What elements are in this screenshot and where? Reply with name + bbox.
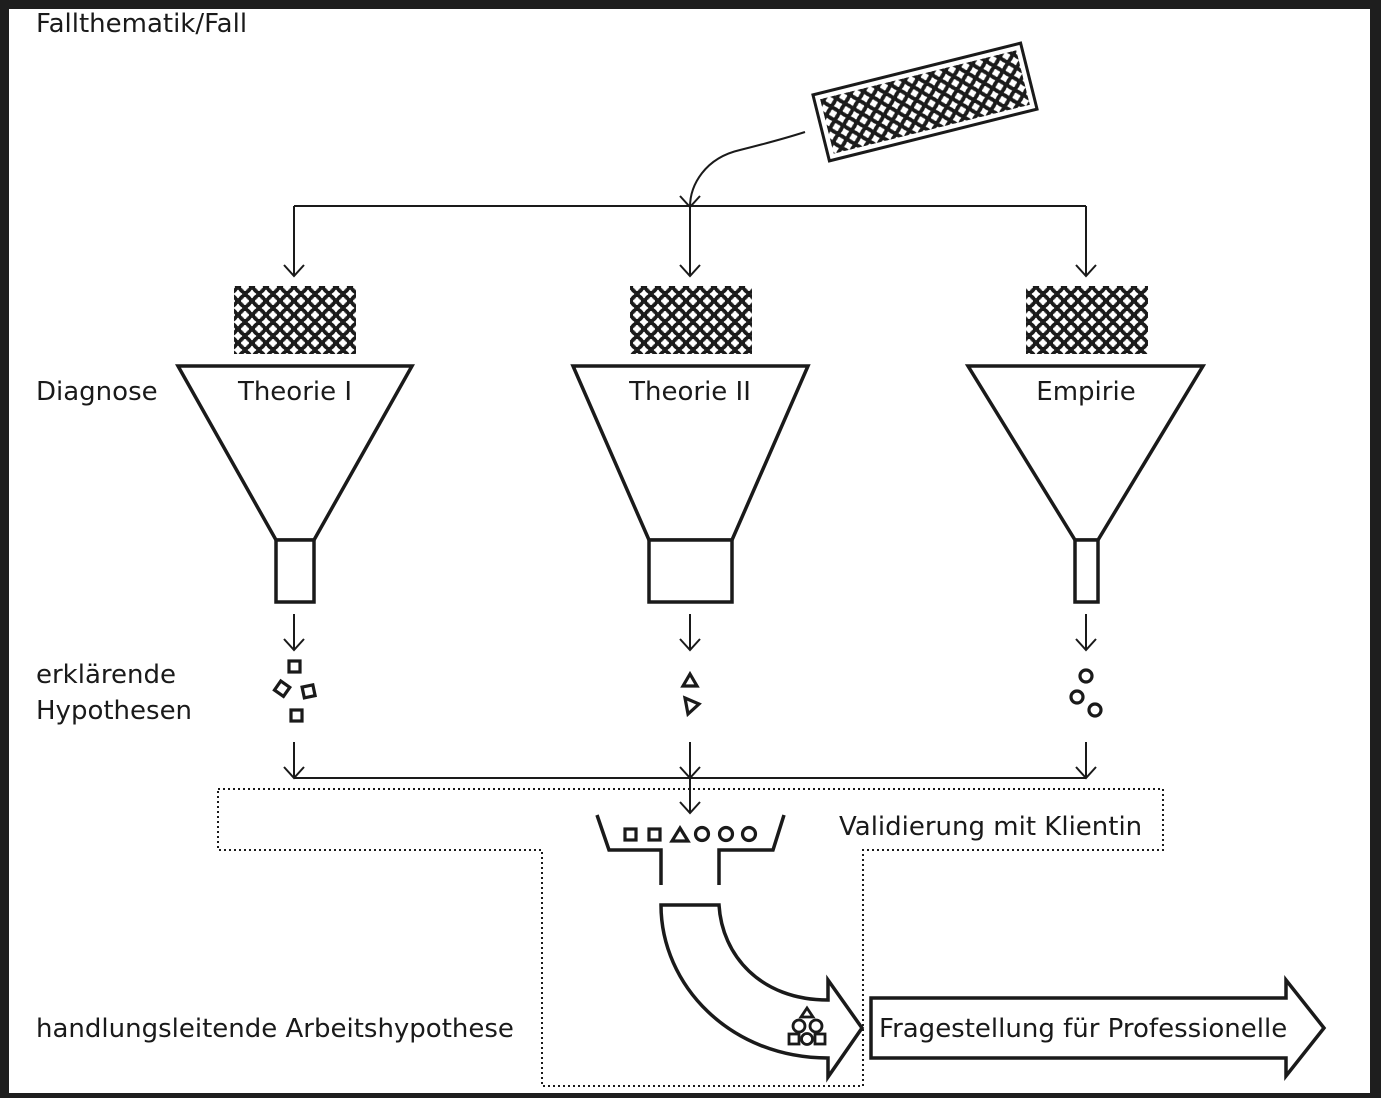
distribution-drop-3: [1075, 206, 1097, 278]
diagram-title: Fallthematik/Fall: [36, 9, 247, 39]
circle-icon: [740, 825, 758, 843]
validation-label: Validierung mit Klientin: [839, 812, 1142, 842]
square-icon: [289, 708, 304, 723]
distribution-drop-2: [679, 206, 701, 278]
case-block: [811, 41, 1039, 163]
circle-icon: [693, 825, 711, 843]
material-cluster-1: [234, 286, 356, 354]
triangle-icon: [682, 695, 702, 718]
hypotheses-triangles: [680, 670, 702, 718]
circle-icon: [1069, 689, 1085, 705]
collection-drop-2: [679, 742, 701, 780]
funnel-theorie-2: Theorie II: [570, 364, 811, 604]
row-label-diagnose: Diagnose: [36, 377, 158, 407]
diagram-canvas: Fallthematik/Fall Diagnose Theorie I The…: [9, 9, 1370, 1093]
material-cluster-3: [1026, 286, 1148, 354]
distribution-drop-1: [283, 206, 305, 278]
square-icon: [647, 827, 662, 842]
funnel-empirie: Empirie: [964, 364, 1207, 604]
circle-icon: [1087, 702, 1103, 718]
case-connector-curve: [689, 131, 806, 208]
triangle-icon: [669, 824, 691, 843]
square-icon: [623, 827, 638, 842]
validation-inflow-arrow: [679, 778, 701, 815]
hypotheses-circles: [1069, 668, 1103, 718]
output-arrow-3: [1075, 614, 1097, 652]
square-icon: [287, 659, 302, 674]
stacked-shapes-icon: [787, 1005, 827, 1046]
row-label-hypotheses-1: erklärende: [36, 660, 176, 690]
result-label: Fragestellung für Professionelle: [879, 1014, 1287, 1044]
square-icon: [272, 678, 293, 699]
row-label-working-hypothesis: handlungsleitende Arbeitshypothese: [36, 1014, 514, 1044]
validation-funnel: [595, 814, 786, 885]
funnel-theorie-1: Theorie I: [175, 364, 415, 604]
funnel-label: Theorie I: [237, 377, 352, 407]
diagram-svg: Fallthematik/Fall Diagnose Theorie I The…: [36, 9, 1327, 1087]
output-arrow-2: [679, 614, 701, 652]
circle-icon: [717, 825, 735, 843]
funnel-label: Theorie II: [628, 377, 751, 407]
result-arrow: Fragestellung für Professionelle: [869, 974, 1327, 1082]
output-arrow-1: [283, 614, 305, 652]
funnel-label: Empirie: [1036, 377, 1135, 407]
curved-output-arrow: [659, 903, 865, 1083]
square-icon: [300, 682, 318, 700]
material-cluster-2: [630, 286, 752, 354]
validation-region: [217, 788, 1164, 1087]
collection-drop-3: [1075, 742, 1097, 780]
hypotheses-squares: [272, 659, 318, 723]
circle-icon: [1078, 668, 1094, 684]
collection-drop-1: [283, 742, 305, 780]
row-label-hypotheses-2: Hypothesen: [36, 696, 192, 726]
triangle-icon: [680, 670, 700, 688]
